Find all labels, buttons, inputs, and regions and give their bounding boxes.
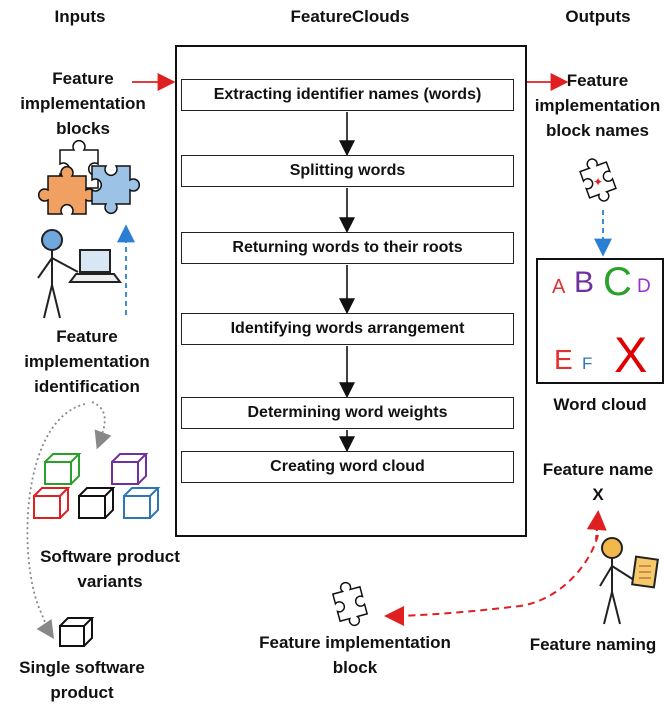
featureclouds-process-box [175,45,527,537]
single-product-cube-icon [59,617,95,647]
featureclouds-header: FeatureClouds [290,7,410,26]
label-line: implementation [534,96,661,115]
variants-dotted-arrow [91,401,112,450]
inputs-header: Inputs [54,7,106,26]
label-line: block [332,658,378,677]
puzzle-piece-block-icon [331,581,369,627]
naming-dashed-arrow [384,534,599,626]
software-product-variants-label: Software product variants [20,544,200,594]
person-laptop-icon [37,229,122,319]
label-line: Software product [40,547,180,566]
feature-implementation-blocks-label: Feature implementation blocks [8,66,158,141]
word-cloud-letter-f: F [582,354,593,373]
label-line: Feature [566,71,629,90]
step-extracting: Extracting identifier names (words) [181,79,514,111]
single-software-product-label: Single software product [2,655,162,705]
feature-implementation-block-label: Feature implementation block [240,630,470,680]
label-line: implementation [24,352,150,371]
outputs-header: Outputs [565,7,631,26]
cube-black-icon [78,487,116,519]
svg-text:✦: ✦ [593,175,603,189]
person-document-icon [599,537,659,625]
feature-name-value: X [592,485,604,504]
step-arrangement: Identifying words arrangement [181,313,514,345]
label-line: product [50,683,114,702]
feature-name-label: Feature name [542,460,654,479]
step-splitting: Splitting words [181,155,514,187]
label-line: identification [34,377,140,396]
cube-blue-icon [123,487,161,519]
cube-green-icon [44,453,82,485]
label-line: implementation [20,94,146,113]
label-line: Feature implementation [259,633,451,652]
word-cloud-box: A B C D E F X [536,258,664,384]
single-product-dotted-arrow [26,403,86,639]
word-cloud-letter-x: X [614,327,648,383]
feature-implementation-block-names-label: Feature implementation block names [525,68,668,143]
word-cloud-letter-e: E [554,344,573,375]
word-cloud-label: Word cloud [553,395,647,414]
word-cloud-letter-c: C [603,260,632,304]
word-cloud-letter-a: A [552,276,566,298]
puzzle-piece-output-icon: ✦ [579,158,617,202]
label-line: blocks [56,119,110,138]
cube-red-icon [33,487,71,519]
cube-purple-icon [111,453,149,485]
name-up-arrow [586,510,607,541]
word-cloud-letter-d: D [637,276,651,297]
label-line: Feature [56,327,118,346]
word-cloud-letter-b: B [574,266,595,299]
label-line: block names [546,121,649,140]
step-word-cloud: Creating word cloud [181,451,514,483]
label-line: variants [77,572,143,591]
feature-naming-label: Feature naming [529,635,657,654]
label-line: Feature [52,69,114,88]
feature-implementation-identification-label: Feature implementation identification [2,324,172,399]
label-line: Single software [19,658,145,677]
puzzle-pieces-icon [38,140,140,215]
